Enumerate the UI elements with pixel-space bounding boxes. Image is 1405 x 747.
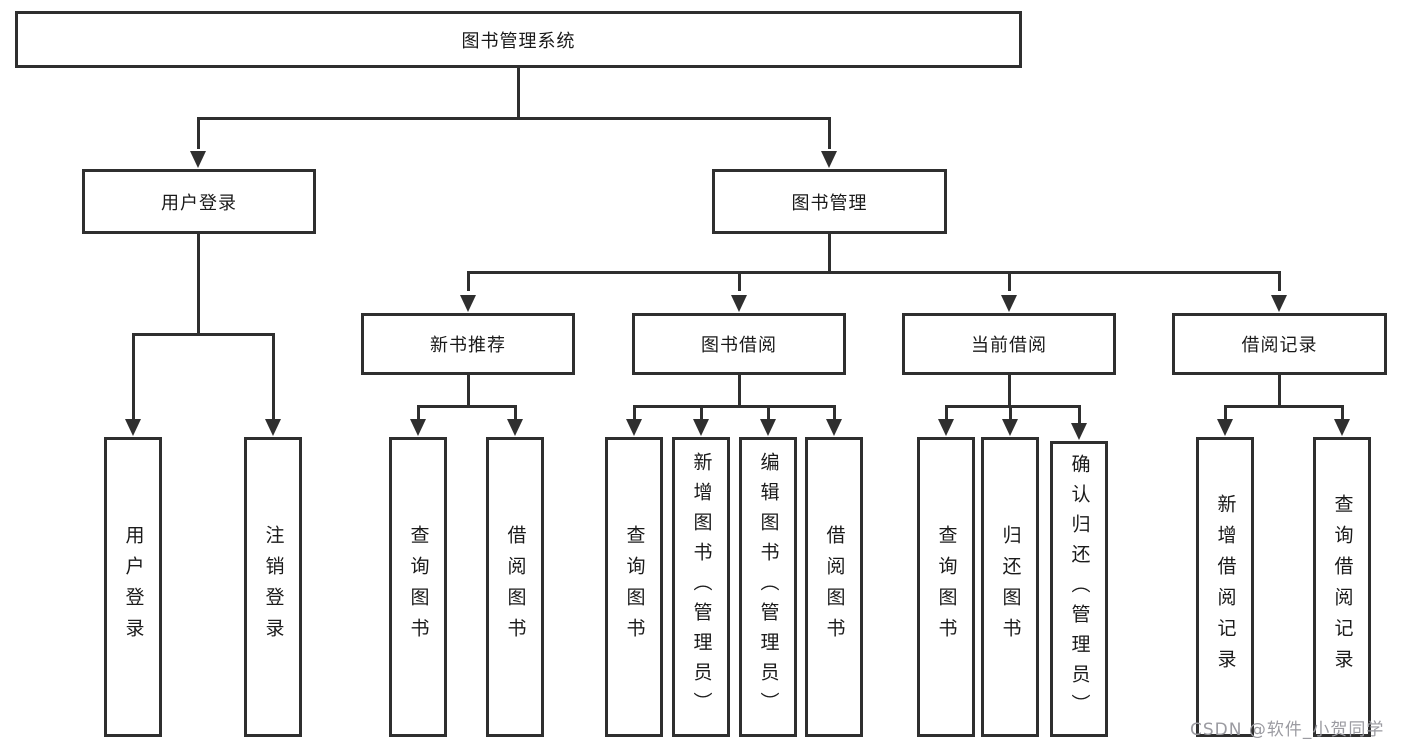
connector-book-borrow-stem xyxy=(738,375,741,408)
leaf-user-login: 用户登录 xyxy=(104,437,162,737)
arrowhead-icon xyxy=(410,419,426,436)
connector-current-borrow-stem xyxy=(1008,375,1011,408)
arrowhead-icon xyxy=(507,419,523,436)
connector-new-book-stem xyxy=(467,375,470,408)
connector-drop-borrow-records xyxy=(1278,271,1281,291)
leaf-label: 借阅图书 xyxy=(823,525,846,649)
leaf-records-query-record: 查询借阅记录 xyxy=(1313,437,1371,737)
connector-root-stem xyxy=(517,68,520,120)
leaf-records-add-record: 新增借阅记录 xyxy=(1196,437,1254,737)
node-current-borrow: 当前借阅 xyxy=(902,313,1116,375)
node-user-login: 用户登录 xyxy=(82,169,316,234)
arrowhead-icon xyxy=(760,419,776,436)
connector-drop-leaf xyxy=(945,405,948,421)
connector-drop-leaf xyxy=(272,333,275,421)
connector-book-mgmt-stem xyxy=(828,234,831,274)
csdn-watermark: CSDN @软件_小贺同学 xyxy=(1190,720,1385,740)
connector-borrow-records-stem xyxy=(1278,375,1281,408)
connector-drop-user-login xyxy=(197,117,200,149)
arrowhead-icon xyxy=(460,295,476,312)
arrowhead-icon xyxy=(1071,423,1087,440)
leaf-borrow-query-books: 查询图书 xyxy=(605,437,663,737)
node-book-mgmt-label: 图书管理 xyxy=(791,192,868,214)
connector-drop-leaf xyxy=(132,333,135,421)
connector-new-book-hline xyxy=(417,405,516,408)
node-user-login-label: 用户登录 xyxy=(161,192,237,214)
arrowhead-icon xyxy=(265,419,281,436)
connector-drop-leaf xyxy=(1009,405,1012,421)
leaf-label: 新增图书（管理员） xyxy=(690,452,713,722)
connector-drop-book-mgmt xyxy=(828,117,831,149)
connector-book-mgmt-hline xyxy=(467,271,1280,274)
arrowhead-icon xyxy=(826,419,842,436)
connector-borrow-records-hline xyxy=(1224,405,1343,408)
connector-drop-current-borrow xyxy=(1008,271,1011,291)
leaf-newbook-borrow-books: 借阅图书 xyxy=(486,437,544,737)
leaf-label: 借阅图书 xyxy=(504,525,527,649)
arrowhead-icon xyxy=(125,419,141,436)
arrowhead-icon xyxy=(1334,419,1350,436)
node-book-borrow: 图书借阅 xyxy=(632,313,846,375)
leaf-borrow-add-books-admin: 新增图书（管理员） xyxy=(672,437,730,737)
arrowhead-icon xyxy=(1271,295,1287,312)
connector-current-borrow-hline xyxy=(945,405,1080,408)
connector-drop-leaf xyxy=(417,405,420,421)
leaf-label: 归还图书 xyxy=(999,525,1022,649)
arrowhead-icon xyxy=(626,419,642,436)
node-book-mgmt: 图书管理 xyxy=(712,169,947,234)
leaf-newbook-query-books: 查询图书 xyxy=(389,437,447,737)
leaf-borrow-edit-books-admin: 编辑图书（管理员） xyxy=(739,437,797,737)
connector-user-login-stem xyxy=(197,234,200,336)
leaf-user-login-label: 用户登录 xyxy=(122,525,145,649)
arrowhead-icon xyxy=(731,295,747,312)
leaf-label: 查询借阅记录 xyxy=(1331,494,1354,680)
connector-drop-leaf xyxy=(1224,405,1227,421)
arrowhead-icon xyxy=(821,151,837,168)
connector-user-login-hline xyxy=(132,333,274,336)
arrowhead-icon xyxy=(1001,295,1017,312)
arrowhead-icon xyxy=(1217,419,1233,436)
leaf-label: 查询图书 xyxy=(935,525,958,649)
connector-drop-leaf xyxy=(700,405,703,421)
arrowhead-icon xyxy=(693,419,709,436)
connector-drop-book-borrow xyxy=(738,271,741,291)
node-borrow-records: 借阅记录 xyxy=(1172,313,1387,375)
leaf-label: 查询图书 xyxy=(407,525,430,649)
connector-drop-leaf xyxy=(767,405,770,421)
leaf-current-query-books: 查询图书 xyxy=(917,437,975,737)
leaf-label: 确认归还（管理员） xyxy=(1068,454,1091,724)
arrowhead-icon xyxy=(190,151,206,168)
connector-drop-leaf xyxy=(1078,405,1081,423)
connector-drop-new-book xyxy=(467,271,470,291)
node-current-borrow-label: 当前借阅 xyxy=(971,335,1047,356)
leaf-current-confirm-return-admin: 确认归还（管理员） xyxy=(1050,441,1108,737)
node-book-borrow-label: 图书借阅 xyxy=(701,335,777,356)
leaf-label: 编辑图书（管理员） xyxy=(757,452,780,722)
node-borrow-records-label: 借阅记录 xyxy=(1241,335,1318,356)
leaf-current-return-books: 归还图书 xyxy=(981,437,1039,737)
leaf-label: 查询图书 xyxy=(623,525,646,649)
arrowhead-icon xyxy=(1002,419,1018,436)
connector-drop-leaf xyxy=(514,405,517,421)
connector-root-hline xyxy=(197,117,831,120)
leaf-borrow-borrow-books: 借阅图书 xyxy=(805,437,863,737)
node-root-library-system: 图书管理系统 xyxy=(15,11,1022,68)
node-new-book-label: 新书推荐 xyxy=(430,335,506,356)
arrowhead-icon xyxy=(938,419,954,436)
leaf-logout-label: 注销登录 xyxy=(262,525,285,649)
connector-drop-leaf xyxy=(1341,405,1344,421)
node-root-label: 图书管理系统 xyxy=(461,30,576,52)
connector-drop-leaf xyxy=(833,405,836,421)
connector-book-borrow-hline xyxy=(633,405,835,408)
leaf-label: 新增借阅记录 xyxy=(1214,494,1237,680)
node-new-book: 新书推荐 xyxy=(361,313,575,375)
leaf-logout: 注销登录 xyxy=(244,437,302,737)
connector-drop-leaf xyxy=(633,405,636,421)
